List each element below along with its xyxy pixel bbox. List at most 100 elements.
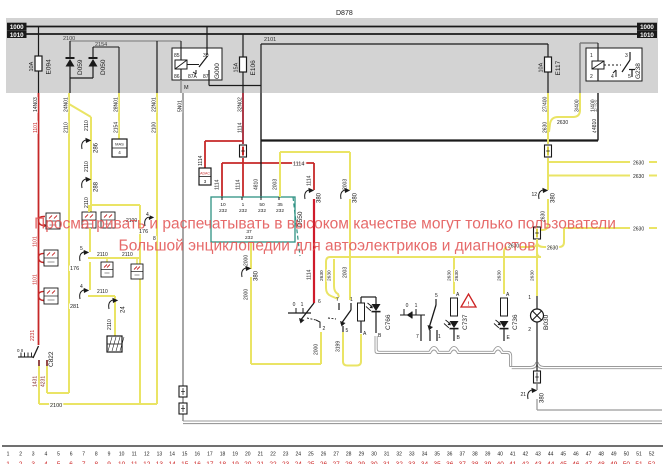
svg-text:31: 31 bbox=[383, 461, 391, 464]
svg-text:39: 39 bbox=[485, 452, 491, 458]
svg-text:E106: E106 bbox=[250, 60, 257, 76]
svg-text:4: 4 bbox=[611, 74, 614, 80]
svg-text:232: 232 bbox=[245, 235, 253, 241]
svg-text:6: 6 bbox=[318, 299, 321, 305]
svg-text:1: 1 bbox=[528, 295, 531, 301]
svg-text:2110: 2110 bbox=[97, 289, 108, 295]
svg-text:26: 26 bbox=[321, 452, 327, 458]
svg-text:380: 380 bbox=[317, 192, 323, 203]
svg-text:28: 28 bbox=[346, 452, 352, 458]
svg-text:!: ! bbox=[468, 302, 470, 308]
svg-text:46: 46 bbox=[572, 461, 580, 464]
svg-text:1: 1 bbox=[242, 202, 245, 208]
svg-text:7: 7 bbox=[336, 297, 339, 303]
svg-text:44: 44 bbox=[548, 452, 554, 458]
svg-text:2: 2 bbox=[590, 74, 593, 80]
svg-text:4: 4 bbox=[44, 461, 48, 464]
svg-text:48: 48 bbox=[598, 452, 604, 458]
svg-text:16: 16 bbox=[195, 452, 201, 458]
svg-text:33: 33 bbox=[408, 461, 416, 464]
svg-text:1: 1 bbox=[415, 303, 418, 309]
svg-text:45: 45 bbox=[560, 461, 568, 464]
svg-text:25: 25 bbox=[307, 461, 315, 464]
svg-text:27/400: 27/400 bbox=[542, 96, 548, 112]
svg-text:E094: E094 bbox=[46, 59, 53, 75]
svg-text:288: 288 bbox=[94, 181, 100, 192]
svg-text:18: 18 bbox=[219, 461, 227, 464]
svg-text:3: 3 bbox=[204, 179, 207, 184]
svg-text:22N01: 22N01 bbox=[151, 97, 157, 112]
svg-text:26: 26 bbox=[320, 461, 328, 464]
svg-text:1: 1 bbox=[438, 334, 441, 340]
svg-text:1: 1 bbox=[301, 302, 304, 308]
svg-text:2100: 2100 bbox=[63, 36, 75, 42]
svg-text:2154: 2154 bbox=[95, 42, 107, 48]
svg-text:5: 5 bbox=[57, 452, 60, 458]
svg-text:5: 5 bbox=[80, 246, 83, 252]
svg-text:2630: 2630 bbox=[319, 270, 325, 281]
svg-text:23: 23 bbox=[282, 461, 290, 464]
svg-text:38: 38 bbox=[472, 452, 478, 458]
svg-text:2630: 2630 bbox=[508, 244, 519, 250]
svg-text:50: 50 bbox=[623, 461, 631, 464]
svg-text:2630: 2630 bbox=[633, 227, 644, 233]
svg-text:35: 35 bbox=[434, 452, 440, 458]
svg-text:18: 18 bbox=[220, 452, 226, 458]
svg-text:13: 13 bbox=[156, 461, 164, 464]
svg-text:44: 44 bbox=[547, 461, 555, 464]
svg-text:176: 176 bbox=[70, 266, 79, 272]
svg-text:Большой энциклопедии для автоэ: Большой энциклопедии для автоэлектриков … bbox=[119, 238, 536, 255]
svg-text:2100: 2100 bbox=[50, 403, 62, 409]
svg-text:B030: B030 bbox=[543, 314, 550, 330]
svg-text:5: 5 bbox=[628, 74, 631, 80]
svg-text:1101: 1101 bbox=[33, 274, 39, 285]
svg-text:4810: 4810 bbox=[592, 119, 598, 130]
svg-text:51: 51 bbox=[635, 461, 643, 464]
svg-text:2: 2 bbox=[323, 326, 326, 332]
svg-text:24N01: 24N01 bbox=[63, 97, 69, 112]
svg-text:30: 30 bbox=[203, 53, 209, 59]
svg-text:12: 12 bbox=[144, 452, 150, 458]
svg-text:15A: 15A bbox=[234, 62, 240, 72]
svg-text:49: 49 bbox=[610, 461, 618, 464]
svg-text:22: 22 bbox=[270, 452, 276, 458]
svg-text:2000: 2000 bbox=[244, 255, 250, 266]
svg-text:10A: 10A bbox=[539, 62, 545, 72]
svg-text:7: 7 bbox=[82, 461, 86, 464]
svg-text:15: 15 bbox=[182, 452, 188, 458]
svg-text:0: 0 bbox=[406, 303, 409, 309]
svg-text:10A: 10A bbox=[29, 61, 35, 71]
svg-text:2003: 2003 bbox=[343, 267, 349, 278]
svg-text:52: 52 bbox=[649, 452, 655, 458]
svg-text:41: 41 bbox=[510, 452, 516, 458]
svg-text:2100: 2100 bbox=[151, 122, 157, 133]
svg-text:1010: 1010 bbox=[10, 32, 24, 39]
svg-text:2110: 2110 bbox=[97, 252, 108, 258]
svg-text:32N02: 32N02 bbox=[237, 97, 243, 112]
svg-text:34: 34 bbox=[421, 461, 429, 464]
svg-text:37: 37 bbox=[459, 461, 467, 464]
svg-text:Просматривать и распечатывать: Просматривать и распечатывать в высоком … bbox=[34, 216, 616, 233]
svg-text:D050: D050 bbox=[100, 59, 107, 75]
svg-text:2000: 2000 bbox=[314, 344, 320, 355]
svg-text:2100: 2100 bbox=[126, 218, 137, 224]
svg-text:43: 43 bbox=[534, 461, 542, 464]
svg-text:1431: 1431 bbox=[33, 376, 39, 387]
svg-text:2630: 2630 bbox=[633, 161, 644, 167]
svg-text:45: 45 bbox=[561, 452, 567, 458]
svg-text:5: 5 bbox=[346, 328, 349, 334]
svg-text:43: 43 bbox=[535, 452, 541, 458]
svg-text:4810: 4810 bbox=[254, 179, 260, 190]
svg-text:1114: 1114 bbox=[198, 155, 204, 166]
svg-text:10: 10 bbox=[220, 202, 226, 208]
svg-text:2: 2 bbox=[528, 327, 531, 333]
svg-text:281: 281 bbox=[70, 304, 79, 310]
svg-text:380: 380 bbox=[254, 270, 260, 281]
svg-text:5N01: 5N01 bbox=[177, 100, 183, 112]
svg-text:10: 10 bbox=[119, 452, 125, 458]
svg-text:14: 14 bbox=[169, 452, 175, 458]
svg-text:2630: 2630 bbox=[557, 120, 568, 126]
svg-text:1101: 1101 bbox=[33, 122, 39, 133]
svg-text:C766: C766 bbox=[385, 314, 392, 330]
svg-text:24: 24 bbox=[295, 461, 303, 464]
